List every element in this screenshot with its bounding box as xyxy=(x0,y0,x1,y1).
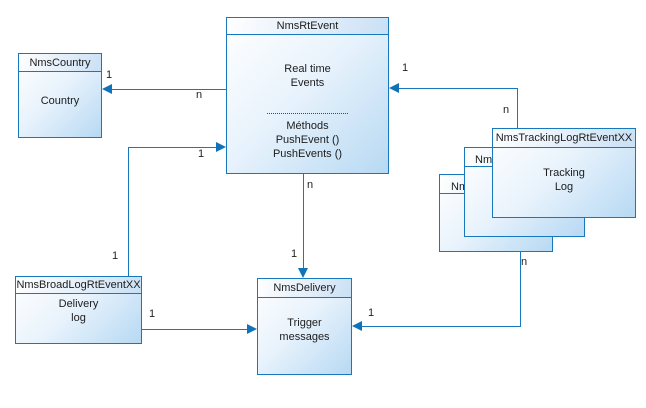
class-body-line: messages xyxy=(279,331,330,343)
arrowhead-into-delivery-right xyxy=(352,321,362,331)
arrowhead-into-country xyxy=(102,84,112,94)
class-body-line: Real time xyxy=(284,63,331,75)
class-body: Country xyxy=(19,94,101,108)
class-title: NmsBroadLogRtEventXX xyxy=(16,277,141,294)
class-body: Real time Events Méthods PushEvent () Pu… xyxy=(227,62,388,161)
connector-rtevent-delivery-line xyxy=(303,174,304,268)
arrowhead-into-rtevent-left xyxy=(216,142,226,152)
class-title-fragment: Nm xyxy=(475,154,493,166)
arrowhead-into-delivery-top xyxy=(298,268,308,278)
multiplicity-label: n xyxy=(521,256,528,268)
multiplicity-label: 1 xyxy=(402,62,409,74)
class-body-line: Méthods xyxy=(286,120,329,132)
multiplicity-label: 1 xyxy=(106,69,113,81)
multiplicity-label: 1 xyxy=(112,250,119,262)
connector-tracking-delivery-hline xyxy=(362,326,521,327)
connector-tracking-rtevent-vline xyxy=(517,88,518,128)
class-body-line: PushEvent () xyxy=(275,134,340,146)
arrowhead-into-delivery-left xyxy=(247,324,257,334)
class-box-nmsbroadlogrteventxx: NmsBroadLogRtEventXX Delivery log xyxy=(15,276,142,344)
class-body-line: Tracking xyxy=(543,167,585,179)
class-body: Delivery log xyxy=(16,297,141,325)
class-box-nmstrackinglogrteventxx: NmsTrackingLogRtEventXX Tracking Log xyxy=(492,128,636,218)
class-body: Trigger messages xyxy=(258,316,351,344)
multiplicity-label: 1 xyxy=(198,148,205,160)
class-body: Tracking Log xyxy=(493,166,635,194)
multiplicity-label: n xyxy=(503,104,510,116)
class-body-line: PushEvents () xyxy=(272,148,343,160)
connector-broadlog-delivery-line xyxy=(142,329,247,330)
class-title: NmsDelivery xyxy=(258,279,351,298)
class-body-line: Delivery xyxy=(58,298,99,310)
methods-divider xyxy=(267,113,348,114)
connector-rtevent-country-line xyxy=(112,89,226,90)
class-title-fragment: Nm xyxy=(451,181,469,193)
class-body-line: Country xyxy=(40,95,80,107)
class-title: NmsRtEvent xyxy=(227,18,388,35)
multiplicity-label: n xyxy=(196,89,203,101)
class-body-line: Trigger xyxy=(287,317,322,329)
multiplicity-label: 1 xyxy=(291,248,298,260)
class-body-line: Events xyxy=(290,77,325,89)
class-body-line: Log xyxy=(554,181,574,193)
class-box-nmsrtevent: NmsRtEvent Real time Events Méthods Push… xyxy=(226,17,389,174)
class-title: NmsTrackingLogRtEventXX xyxy=(493,129,635,148)
arrowhead-into-rtevent-right xyxy=(389,83,399,93)
connector-tracking-delivery-vline xyxy=(520,252,521,327)
class-body-line: log xyxy=(71,312,86,324)
multiplicity-label: n xyxy=(307,179,314,191)
class-box-nmscountry: NmsCountry Country xyxy=(18,53,102,138)
connector-broadlog-rtevent-vline xyxy=(128,147,129,276)
multiplicity-label: 1 xyxy=(368,307,375,319)
class-box-nmsdelivery: NmsDelivery Trigger messages xyxy=(257,278,352,375)
class-title: NmsCountry xyxy=(19,54,101,72)
connector-broadlog-rtevent-hline xyxy=(128,147,216,148)
multiplicity-label: 1 xyxy=(149,308,156,320)
connector-tracking-rtevent-hline xyxy=(399,88,517,89)
